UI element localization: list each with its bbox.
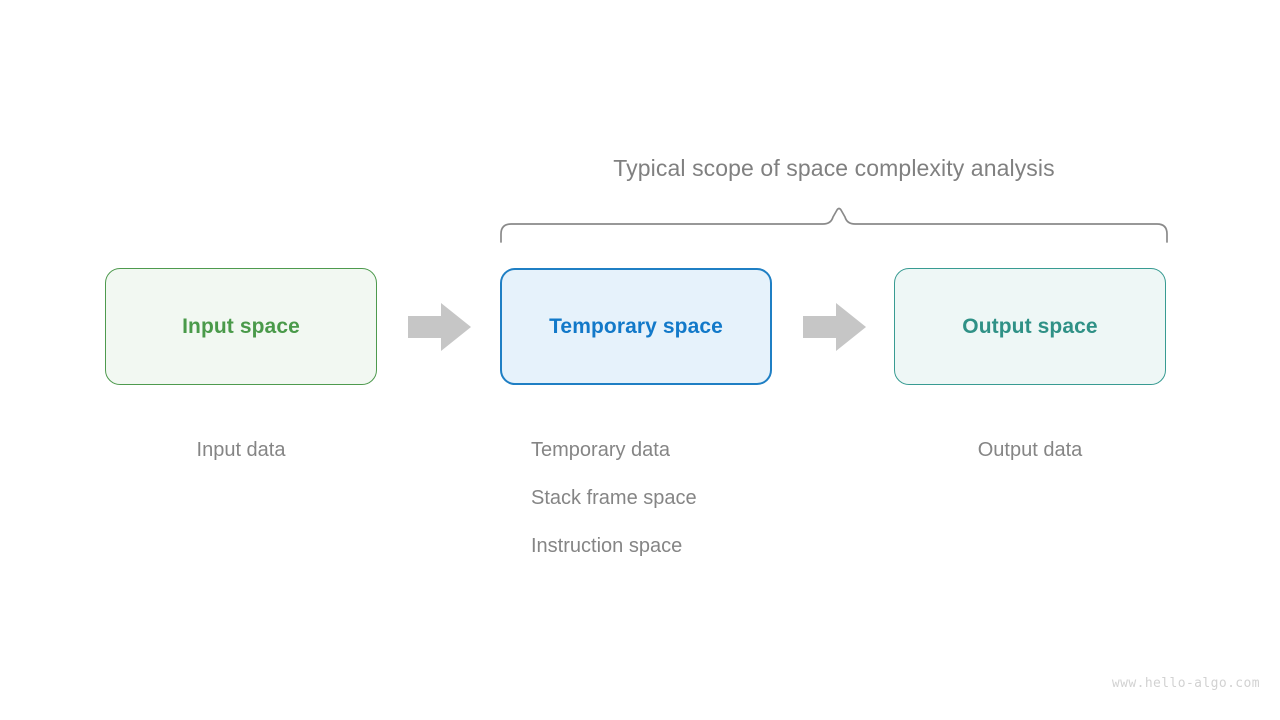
right-arrow-icon [408,303,471,351]
caption-temporary: Temporary data Stack frame space Instruc… [531,426,697,570]
box-output-space-label: Output space [962,314,1098,338]
box-temporary-space-label: Temporary space [549,314,723,338]
caption-temporary-line-2: Stack frame space [531,487,697,509]
scope-brace [494,202,1174,250]
arrow-temporary-to-output [803,302,867,352]
scope-brace-icon [500,207,1168,243]
caption-temporary-line-3: Instruction space [531,535,683,557]
box-input-space-label: Input space [182,314,300,338]
watermark: www.hello-algo.com [1111,676,1260,691]
caption-output: Output data [977,439,1083,461]
box-temporary-space: Temporary space [500,268,772,385]
caption-temporary-line-1: Temporary data [531,439,670,461]
box-input-space: Input space [105,268,377,385]
arrow-input-to-temporary [408,302,472,352]
right-arrow-icon [803,303,866,351]
scope-title: Typical scope of space complexity analys… [613,155,1055,181]
caption-input: Input data [196,439,286,461]
box-output-space: Output space [894,268,1166,385]
